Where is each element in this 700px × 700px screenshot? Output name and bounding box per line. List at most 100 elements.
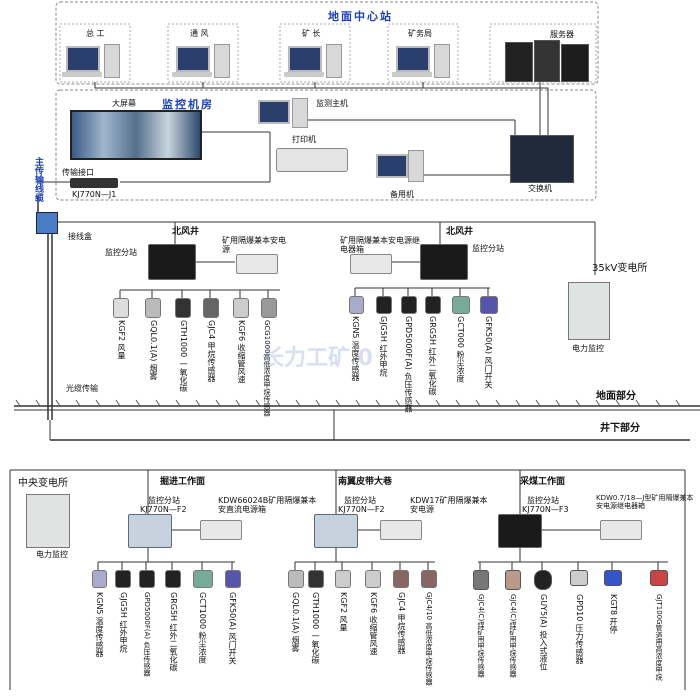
central-substation-title: 中央变电所 bbox=[18, 478, 68, 489]
sensor-icon-nr-5 bbox=[452, 296, 470, 314]
sensor-icon-nr-1 bbox=[349, 296, 364, 314]
sensor-icon-nl-6 bbox=[261, 298, 277, 318]
sensor-label-br-6: GJC4/10 高低浓度甲烷传感器 bbox=[425, 592, 433, 686]
terminal-label-ventilation: 通 风 bbox=[190, 29, 209, 38]
sensor-label-nl-5: KGF6 收缩管风速 bbox=[237, 320, 246, 384]
sensor-label-nl-6: GCG1000高低浓度甲烷传感器 bbox=[263, 320, 271, 417]
big-screen-display bbox=[70, 110, 202, 160]
sensor-label-mf-6: GJT100G管道用高浓度甲烷 bbox=[655, 594, 663, 681]
sensor-icon-hf-1 bbox=[92, 570, 107, 588]
north-left-power-box bbox=[236, 254, 278, 274]
north-right-substation-label: 监控分站 bbox=[472, 244, 504, 253]
sensor-icon-hf-4 bbox=[165, 570, 181, 588]
printer-label: 打印机 bbox=[292, 135, 316, 144]
heading-face-title: 掘进工作面 bbox=[160, 477, 206, 487]
heading-model-label: KJ770N—F2 bbox=[140, 505, 187, 514]
north-left-substation-label: 监控分站 bbox=[105, 248, 137, 257]
belt-substation-label: 监控分站 bbox=[344, 496, 376, 505]
server-label: 服务器 bbox=[550, 30, 574, 39]
sensor-icon-hf-3 bbox=[139, 570, 155, 588]
sensor-label-hf-2: GJG5H 红外甲烷 bbox=[119, 592, 128, 653]
substation-35kv-title: 35kV变电所 bbox=[592, 263, 648, 274]
sensor-label-mf-4: GPD10 压力传感器 bbox=[575, 594, 584, 664]
sensor-icon-mf-5 bbox=[604, 570, 622, 586]
printer-icon bbox=[276, 148, 348, 172]
sensor-icon-br-2 bbox=[308, 570, 324, 588]
transfer-interface-label: 传输接口 bbox=[62, 168, 94, 177]
backup-label: 备用机 bbox=[390, 190, 414, 199]
control-room-title: 监控机房 bbox=[162, 98, 214, 111]
substation-35kv-cabinet bbox=[568, 282, 610, 340]
sensor-icon-mf-4 bbox=[570, 570, 588, 586]
optical-cable-label: 光缆传输 bbox=[66, 384, 98, 393]
underground-part-label: 井下部分 bbox=[600, 423, 640, 434]
sensor-label-hf-5: GCT1000 粉尘浓度 bbox=[198, 592, 207, 664]
sensor-label-nr-5: GCT000 粉尘浓度 bbox=[456, 316, 465, 383]
central-substation-cabinet bbox=[26, 494, 70, 548]
sensor-label-mf-3: GUY5(A) 投入式液位 bbox=[539, 594, 548, 671]
terminal-label-chief: 总 工 bbox=[86, 29, 105, 38]
sensor-icon-mf-6 bbox=[650, 570, 668, 586]
belt-model-label: KJ770N—F2 bbox=[338, 505, 385, 514]
switch-icon bbox=[510, 135, 574, 183]
sensor-icon-br-5 bbox=[393, 570, 409, 588]
monitor-host-label: 监测主机 bbox=[316, 99, 348, 108]
sensor-label-mf-1: GJC4(C)煤矿用甲烷传感器 bbox=[477, 594, 485, 678]
sensor-icon-nr-3 bbox=[401, 296, 417, 314]
mining-substation-box bbox=[498, 514, 542, 548]
junction-box-icon bbox=[36, 212, 58, 234]
junction-box-label: 接线盒 bbox=[68, 232, 92, 241]
sensor-label-nl-1: KGF2 风量 bbox=[117, 320, 126, 360]
sensor-label-hf-1: KGN5 温度传感器 bbox=[95, 592, 104, 658]
sensor-label-br-3: KGF2 风量 bbox=[339, 592, 348, 632]
sensor-label-nl-2: GQL0.1(A) 烟雾 bbox=[149, 320, 158, 380]
sensor-label-nl-3: GTH1000 一氧化碳 bbox=[179, 320, 188, 392]
sensor-icon-mf-3 bbox=[534, 570, 552, 590]
heading-power-box bbox=[200, 520, 242, 540]
north-left-power-label: 矿用隔爆兼本安电源 bbox=[222, 236, 286, 254]
sensor-icon-nl-1 bbox=[113, 298, 129, 318]
sensor-icon-mf-2 bbox=[505, 570, 521, 590]
terminal-label-bureau: 矿务局 bbox=[408, 29, 432, 38]
sensor-label-nr-1: KGN5 温度传感器 bbox=[351, 316, 360, 382]
sensor-icon-hf-2 bbox=[115, 570, 131, 588]
transfer-model-label: KJ770N—J1 bbox=[72, 190, 117, 199]
belt-power-label: KDW17矿用隔爆兼本安电源 bbox=[410, 496, 488, 514]
mining-power-label: KDW0.7/18—J型矿用隔爆兼本安电源继电器箱 bbox=[596, 494, 694, 510]
sensor-icon-nl-2 bbox=[145, 298, 161, 318]
north-shaft-right-title: 北风井 bbox=[446, 227, 474, 237]
sensor-icon-br-1 bbox=[288, 570, 304, 588]
transfer-interface-device bbox=[70, 178, 118, 188]
sensor-label-br-2: GTH1000 一氧化碳 bbox=[311, 592, 320, 664]
surface-station-title: 地面中心站 bbox=[328, 10, 393, 23]
server-box bbox=[489, 23, 597, 83]
mining-power-box bbox=[600, 520, 642, 540]
sensor-icon-nl-5 bbox=[233, 298, 249, 318]
sensor-label-hf-4: GRG5H 红外二氧化碳 bbox=[169, 592, 178, 672]
sensor-icon-br-4 bbox=[365, 570, 381, 588]
sensor-label-nr-6: GFK50(A) 风门开关 bbox=[484, 316, 493, 389]
sensor-icon-nl-4 bbox=[203, 298, 219, 318]
heading-substation-box bbox=[128, 514, 172, 548]
surface-station-frame bbox=[55, 1, 599, 85]
sensor-icon-nl-3 bbox=[175, 298, 191, 318]
mining-face-title: 采煤工作面 bbox=[520, 477, 566, 487]
sensor-label-br-1: GQL0.1(A) 烟雾 bbox=[291, 592, 300, 652]
belt-power-box bbox=[380, 520, 422, 540]
sensor-icon-nr-4 bbox=[425, 296, 441, 314]
sensor-label-hf-3: GPD5000F(A) 负压传感器 bbox=[143, 592, 151, 677]
surface-part-label: 地面部分 bbox=[596, 391, 636, 402]
sensor-icon-hf-5 bbox=[193, 570, 213, 588]
sensor-icon-br-6 bbox=[421, 570, 437, 588]
sensor-label-br-5: GJC4 甲烷传感器 bbox=[397, 592, 406, 654]
central-substation-monitor-label: 电力监控 bbox=[36, 550, 68, 559]
sensor-label-nr-4: GRG5H 红外二氧化碳 bbox=[428, 316, 437, 396]
sensor-label-br-4: KGF6 收缩管风速 bbox=[369, 592, 378, 656]
belt-roadway-title: 南翼皮带大巷 bbox=[338, 477, 393, 487]
sensor-label-mf-5: KGT8 开停 bbox=[609, 594, 618, 634]
north-shaft-left-title: 北风井 bbox=[172, 227, 200, 237]
sensor-icon-br-3 bbox=[335, 570, 351, 588]
watermark: 长力工矿 0 bbox=[262, 346, 373, 371]
north-right-power-label: 矿用隔爆兼本安电源继电器箱 bbox=[340, 236, 420, 254]
